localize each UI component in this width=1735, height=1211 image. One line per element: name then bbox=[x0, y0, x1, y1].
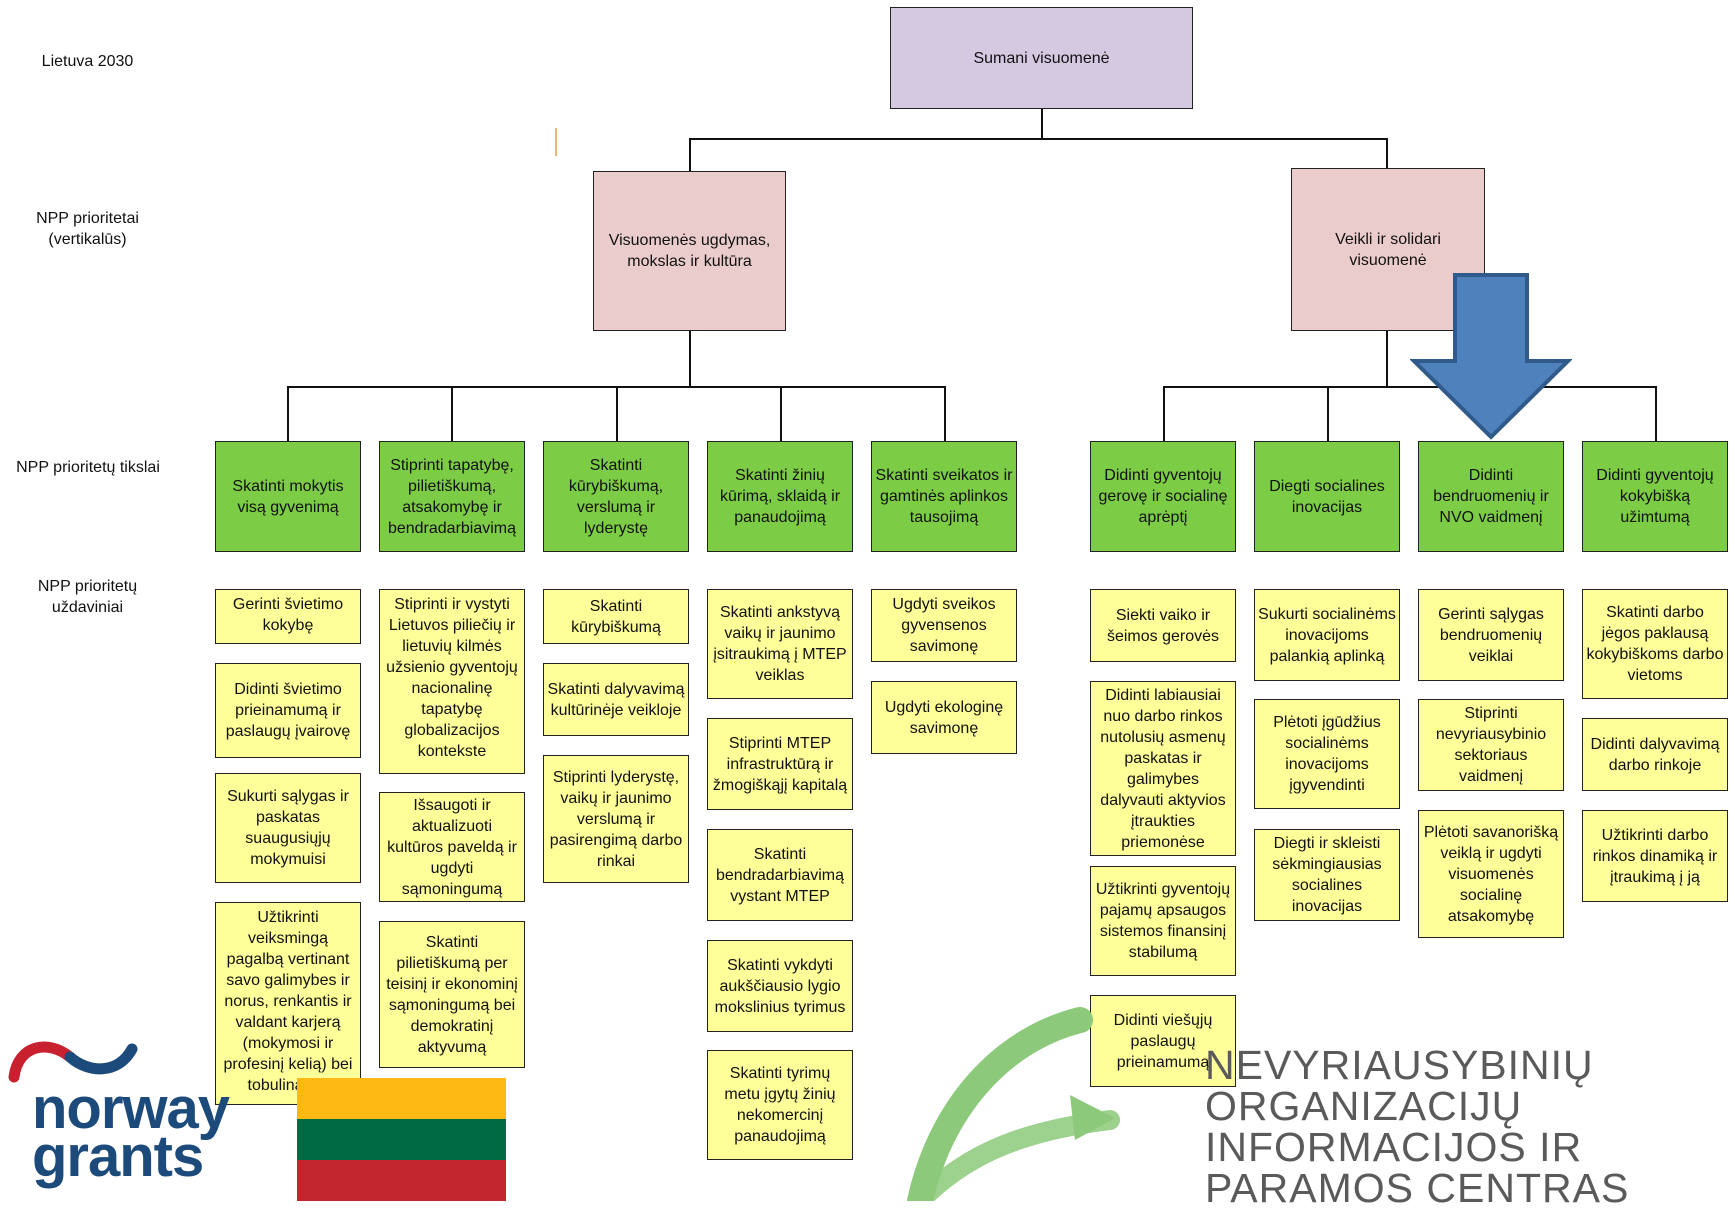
task-node: Užtikrinti darbo rinkos dinamiką ir įtra… bbox=[1582, 810, 1728, 902]
task-node: Skatinti ankstyvą vaikų ir jaunimo įsitr… bbox=[707, 589, 853, 699]
flag-stripe-yellow bbox=[297, 1078, 506, 1119]
connector-line bbox=[616, 386, 618, 442]
connector-line bbox=[1386, 138, 1388, 169]
goal-node: Stiprinti tapatybę, pilietiškumą, atsako… bbox=[379, 441, 525, 552]
goal-node: Skatinti žinių kūrimą, sklaidą ir panaud… bbox=[707, 441, 853, 552]
task-node: Didinti dalyvavimą darbo rinkoje bbox=[1582, 718, 1728, 791]
task-node: Sukurti sąlygas ir paskatas suaugusiųjų … bbox=[215, 773, 361, 883]
connector-line bbox=[689, 138, 1388, 140]
task-node: Ugdyti ekologinę savimonę bbox=[871, 681, 1017, 754]
task-node: Gerinti sąlygas bendruomenių veiklai bbox=[1418, 589, 1564, 681]
task-node: Stiprinti ir vystyti Lietuvos piliečių i… bbox=[379, 589, 525, 774]
goal-node: Skatinti sveikatos ir gamtinės aplinkos … bbox=[871, 441, 1017, 552]
flag-stripe-green bbox=[297, 1119, 506, 1160]
connector-line bbox=[1163, 386, 1165, 442]
task-node: Skatinti kūrybiškumą bbox=[543, 589, 689, 644]
task-node: Skatinti tyrimų metu įgytų žinių nekomer… bbox=[707, 1050, 853, 1160]
connector-line bbox=[451, 386, 453, 442]
ngo-centre-logo-text: NEVYRIAUSYBINIŲ ORGANIZACIJŲ INFORMACIJO… bbox=[1205, 1042, 1630, 1211]
task-node: Skatinti bendradarbiavimą vystant MTEP bbox=[707, 829, 853, 921]
connector-line bbox=[287, 386, 289, 442]
task-node: Sukurti socialinėms inovacijoms palankią… bbox=[1254, 589, 1400, 681]
norway-grants-logo-text: norway grants bbox=[32, 1076, 230, 1189]
task-node: Skatinti pilietiškumą per teisinį ir eko… bbox=[379, 921, 525, 1068]
connector-line bbox=[1163, 386, 1657, 388]
flag-stripe-red bbox=[297, 1160, 506, 1201]
label-npp-priorities: NPP prioritetai (vertikalūs) bbox=[36, 210, 139, 248]
task-node: Stiprinti MTEP infrastruktūrą ir žmogišk… bbox=[707, 718, 853, 810]
goal-node: Skatinti mokytis visą gyvenimą bbox=[215, 441, 361, 552]
goal-node: Skatinti kūrybiškumą, verslumą ir lydery… bbox=[543, 441, 689, 552]
task-node: Didinti švietimo prieinamumą ir paslaugų… bbox=[215, 663, 361, 758]
task-node: Diegti ir skleisti sėkmingiausias social… bbox=[1254, 829, 1400, 921]
goal-node: Didinti gyventojų gerovę ir socialinę ap… bbox=[1090, 441, 1236, 552]
connector-line bbox=[1041, 108, 1043, 139]
task-node: Stiprinti nevyriausybinio sektoriaus vai… bbox=[1418, 699, 1564, 791]
task-node: Didinti viešųjų paslaugų prieinamumą bbox=[1090, 995, 1236, 1087]
task-node: Užtikrinti gyventojų pajamų apsaugos sis… bbox=[1090, 866, 1236, 976]
task-node: Ugdyti sveikos gyvensenos savimonę bbox=[871, 589, 1017, 662]
label-npp-goals: NPP prioritetų tikslai bbox=[16, 459, 160, 476]
label-npp-tasks: NPP prioritetų uždaviniai bbox=[37, 578, 138, 616]
norway-grants-logo-icon bbox=[8, 1041, 138, 1083]
priority-node: Visuomenės ugdymas, mokslas ir kultūra bbox=[593, 171, 786, 331]
task-node: Plėtoti įgūdžius socialinėms inovacijoms… bbox=[1254, 699, 1400, 809]
connector-line bbox=[780, 386, 782, 442]
connector-line bbox=[689, 138, 691, 172]
task-node: Skatinti darbo jėgos paklausą kokybiškom… bbox=[1582, 589, 1728, 699]
root-node: Sumani visuomenė bbox=[890, 7, 1193, 109]
task-node: Skatinti vykdyti aukščiausio lygio moksl… bbox=[707, 940, 853, 1032]
task-node: Didinti labiausiai nuo darbo rinkos nuto… bbox=[1090, 681, 1236, 856]
ngo-centre-logo-icon bbox=[907, 1007, 1120, 1201]
connector-line bbox=[1386, 330, 1388, 387]
label-lietuva-2030: Lietuva 2030 bbox=[41, 53, 134, 70]
task-node: Gerinti švietimo kokybę bbox=[215, 589, 361, 644]
connector-line bbox=[944, 386, 946, 442]
goal-node: Diegti socialines inovacijas bbox=[1254, 441, 1400, 552]
task-node: Stiprinti lyderystę, vaikų ir jaunimo ve… bbox=[543, 755, 689, 883]
down-arrow-icon bbox=[1410, 273, 1572, 440]
lithuanian-flag bbox=[297, 1078, 506, 1201]
task-node: Siekti vaiko ir šeimos gerovės bbox=[1090, 589, 1236, 662]
text-cursor-mark bbox=[555, 128, 557, 156]
task-node: Užtikrinti veiksmingą pagalbą vertinant … bbox=[215, 902, 361, 1105]
task-node: Skatinti dalyvavimą kultūrinėje veikloje bbox=[543, 663, 689, 736]
connector-line bbox=[1327, 386, 1329, 442]
task-node: Plėtoti savanorišką veiklą ir ugdyti vis… bbox=[1418, 810, 1564, 938]
priority-node: Veikli ir solidari visuomenė bbox=[1291, 168, 1485, 331]
connector-line bbox=[689, 330, 691, 387]
task-node: Išsaugoti ir aktualizuoti kultūros pavel… bbox=[379, 792, 525, 902]
connector-line bbox=[1655, 386, 1657, 442]
goal-node: Didinti bendruomenių ir NVO vaidmenį bbox=[1418, 441, 1564, 552]
goal-node: Didinti gyventojų kokybišką užimtumą bbox=[1582, 441, 1728, 552]
